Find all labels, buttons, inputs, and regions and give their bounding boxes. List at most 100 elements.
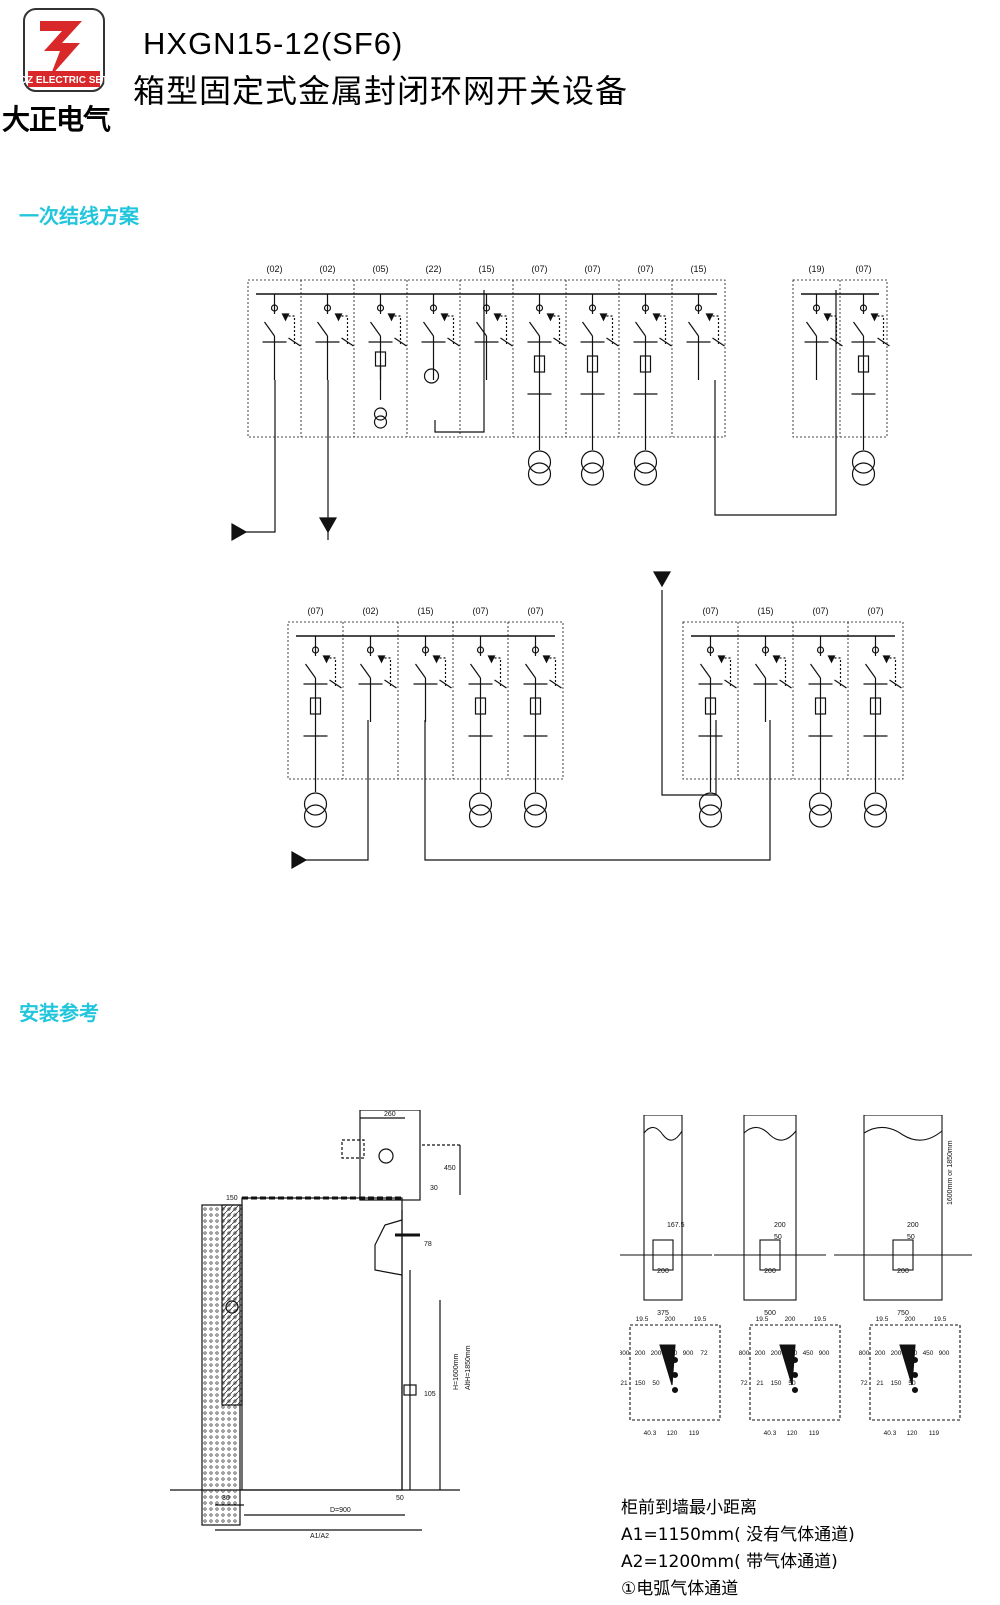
interlock-line bbox=[830, 657, 842, 686]
plan-dim: 50 bbox=[788, 1380, 796, 1387]
interlock-line bbox=[325, 657, 337, 686]
interlock-line bbox=[490, 657, 502, 686]
cable-terminal-arrow bbox=[231, 522, 248, 542]
interlock-line bbox=[549, 315, 561, 344]
plan-dim: 450 bbox=[923, 1350, 934, 1357]
cable-line bbox=[300, 720, 369, 861]
arrow-mark bbox=[652, 313, 661, 322]
plan-outline bbox=[629, 1324, 721, 1421]
plan-dim: 200 bbox=[771, 1350, 782, 1357]
plan-dim: 50 bbox=[652, 1380, 660, 1387]
fuse-symbol bbox=[814, 697, 827, 715]
arrow-mark bbox=[823, 313, 832, 322]
arrow-mark bbox=[772, 655, 781, 664]
transformer-symbol bbox=[527, 450, 552, 474]
switch-blade bbox=[853, 321, 864, 337]
scheme-label: (07) bbox=[702, 606, 718, 616]
plan-dim: 21 bbox=[876, 1380, 884, 1387]
plan-dim: 200 bbox=[785, 1316, 796, 1323]
switch-blade bbox=[529, 321, 540, 337]
foundation-inner: 200 bbox=[657, 1268, 669, 1275]
interlock-line bbox=[496, 315, 508, 344]
fuse-symbol bbox=[704, 697, 717, 715]
scheme-label: (07) bbox=[812, 606, 828, 616]
cable-line bbox=[661, 590, 717, 796]
foundation-top-dim: 200 bbox=[907, 1222, 919, 1229]
earth-blade bbox=[341, 337, 354, 347]
interlock-line bbox=[443, 315, 455, 344]
plan-dim: 600 bbox=[907, 1350, 918, 1357]
foundation-inner: 200 bbox=[897, 1268, 909, 1275]
earth-blade bbox=[889, 679, 902, 689]
switch-blade bbox=[865, 663, 876, 679]
arrow-mark bbox=[882, 655, 891, 664]
dimension-label: AltH=1850mm bbox=[465, 1345, 472, 1390]
plan-dim: 40.3 bbox=[764, 1430, 777, 1437]
interlock-line bbox=[655, 315, 667, 344]
earth-blade bbox=[659, 337, 672, 347]
earthing-symbol bbox=[421, 646, 430, 654]
plan-dim: 900 bbox=[939, 1350, 950, 1357]
foundation-column bbox=[643, 1115, 683, 1301]
earthing-symbol bbox=[376, 304, 385, 312]
switch-blade bbox=[370, 321, 381, 337]
cable-line bbox=[424, 720, 771, 861]
plan-dim: 800 bbox=[739, 1350, 750, 1357]
cable-terminal-arrow bbox=[318, 517, 338, 534]
plan-dim: 150 bbox=[635, 1380, 646, 1387]
interlock-line bbox=[545, 657, 557, 686]
fuse-symbol bbox=[869, 697, 882, 715]
earthing-symbol bbox=[366, 646, 375, 654]
plan-dim: 72 bbox=[700, 1350, 708, 1357]
plan-dim: 120 bbox=[907, 1430, 918, 1437]
plan-dim: 19.5 bbox=[876, 1316, 889, 1323]
transformer-symbol bbox=[303, 804, 328, 828]
interlock-line bbox=[435, 657, 447, 686]
foundation-top-dim: 200 bbox=[774, 1222, 786, 1229]
arrow-mark bbox=[432, 655, 441, 664]
transformer-symbol bbox=[468, 804, 493, 828]
fuse-symbol bbox=[857, 355, 870, 373]
plan-dim: 72 bbox=[860, 1380, 868, 1387]
cable-hole bbox=[779, 1344, 796, 1386]
break-line bbox=[643, 1126, 683, 1141]
cable-line bbox=[232, 380, 276, 533]
plan-dim: 200 bbox=[665, 1316, 676, 1323]
cable-line bbox=[714, 290, 837, 516]
transformer-symbol bbox=[808, 792, 833, 816]
earthing-symbol bbox=[871, 646, 880, 654]
earthing-symbol bbox=[429, 304, 438, 312]
earthing-symbol bbox=[476, 646, 485, 654]
earth-blade bbox=[877, 337, 890, 347]
dimension-label: D=900 bbox=[330, 1507, 351, 1514]
earthing-symbol bbox=[588, 304, 597, 312]
dimension-label: 260 bbox=[384, 1111, 396, 1118]
transformer-symbol bbox=[863, 804, 888, 828]
transformer-symbol bbox=[468, 792, 493, 816]
transformer-symbol bbox=[808, 804, 833, 828]
plan-dim: 200 bbox=[891, 1350, 902, 1357]
transformer-symbol bbox=[303, 792, 328, 816]
scheme-label: (07) bbox=[527, 606, 543, 616]
earthing-symbol bbox=[694, 304, 703, 312]
transformer-symbol bbox=[863, 792, 888, 816]
fuse-symbol bbox=[474, 697, 487, 715]
plan-dim: 72 bbox=[740, 1380, 748, 1387]
interlock-line bbox=[337, 315, 349, 344]
switch-blade bbox=[810, 663, 821, 679]
section-wiring-heading: 一次结线方案 bbox=[19, 204, 139, 228]
scheme-label: (07) bbox=[584, 264, 600, 274]
switch-blade bbox=[415, 663, 426, 679]
plan-dim: 200 bbox=[905, 1316, 916, 1323]
earth-blade bbox=[549, 679, 562, 689]
foundation-width: 375 bbox=[657, 1310, 669, 1317]
channel-steel bbox=[652, 1239, 674, 1271]
plan-dim: 50 bbox=[908, 1380, 916, 1387]
transformer-symbol bbox=[698, 792, 723, 816]
switch-blade bbox=[470, 663, 481, 679]
earth-blade bbox=[606, 337, 619, 347]
scheme-label: (15) bbox=[417, 606, 433, 616]
plan-dim: 600 bbox=[787, 1350, 798, 1357]
earthing-symbol bbox=[859, 304, 868, 312]
fuse-symbol bbox=[309, 697, 322, 715]
